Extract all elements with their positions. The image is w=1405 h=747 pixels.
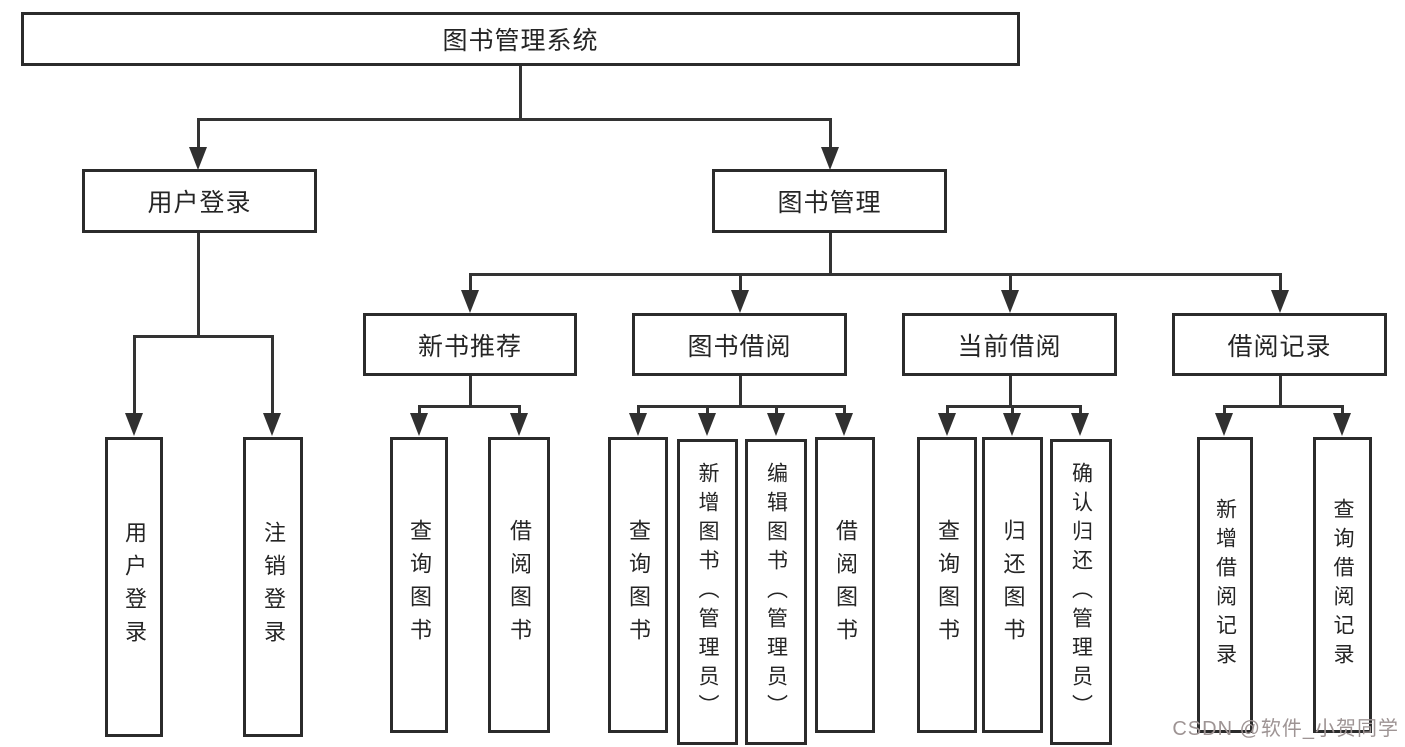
arrowhead-down-icon xyxy=(510,413,528,436)
node-return-books: 归还图书 xyxy=(982,437,1043,733)
arrowhead-down-icon xyxy=(189,147,207,170)
arrowhead-down-icon xyxy=(731,290,749,313)
watermark: CSDN @软件_小贺同学 xyxy=(1172,718,1399,740)
connector-line xyxy=(197,118,831,121)
node-confirm-return-admin: 确认归还（管理员） xyxy=(1050,439,1112,745)
node-new-book-recommend: 新书推荐 xyxy=(363,313,577,376)
connector-line xyxy=(1279,273,1282,293)
connector-line xyxy=(418,405,520,408)
node-logout: 注销登录 xyxy=(243,437,303,737)
node-label: 当前借阅 xyxy=(957,332,1062,361)
node-add-books-admin: 新增图书（管理员） xyxy=(677,439,738,745)
node-user-login-group: 用户登录 xyxy=(82,169,317,233)
arrowhead-down-icon xyxy=(821,147,839,170)
node-book-borrowing: 图书借阅 xyxy=(632,313,847,376)
arrowhead-down-icon xyxy=(698,413,716,436)
connector-line xyxy=(706,405,709,416)
node-label: 查询图书 xyxy=(935,519,960,651)
arrowhead-down-icon xyxy=(938,413,956,436)
node-edit-books-admin: 编辑图书（管理员） xyxy=(745,439,807,745)
arrowhead-down-icon xyxy=(629,413,647,436)
arrowhead-down-icon xyxy=(263,413,281,436)
node-label: 用户登录 xyxy=(122,521,147,653)
connector-line xyxy=(519,66,522,118)
connector-line xyxy=(469,273,1281,276)
arrowhead-down-icon xyxy=(1271,290,1289,313)
connector-line xyxy=(829,233,832,273)
arrowhead-down-icon xyxy=(125,413,143,436)
connector-line xyxy=(469,376,472,408)
connector-line xyxy=(1079,405,1082,416)
node-borrow-books: 借阅图书 xyxy=(815,437,875,733)
node-label: 借阅记录 xyxy=(1227,332,1332,361)
connector-line xyxy=(946,405,949,416)
node-label: 确认归还（管理员） xyxy=(1069,461,1093,723)
connector-line xyxy=(518,405,521,416)
connector-line xyxy=(1279,376,1282,408)
connector-line xyxy=(829,118,832,150)
arrowhead-down-icon xyxy=(767,413,785,436)
node-label: 用户登录 xyxy=(147,189,252,217)
node-borrow-books-recommend: 借阅图书 xyxy=(488,437,550,733)
node-user-login: 用户登录 xyxy=(105,437,163,737)
node-label: 图书借阅 xyxy=(687,332,792,361)
connector-line xyxy=(1223,405,1226,416)
connector-line xyxy=(469,273,472,293)
arrowhead-down-icon xyxy=(1071,413,1089,436)
node-label: 查询借阅记录 xyxy=(1331,498,1354,672)
arrowhead-down-icon xyxy=(410,413,428,436)
node-label: 查询图书 xyxy=(626,519,651,651)
arrowhead-down-icon xyxy=(1001,290,1019,313)
connector-line xyxy=(271,335,274,416)
connector-line xyxy=(637,405,640,416)
node-label: 归还图书 xyxy=(1000,519,1026,651)
connector-line xyxy=(133,335,273,338)
node-query-books-borrow: 查询图书 xyxy=(608,437,668,733)
node-query-books-current: 查询图书 xyxy=(917,437,977,733)
connector-line xyxy=(1011,405,1014,416)
node-label: 编辑图书（管理员） xyxy=(764,461,788,723)
node-label: 图书管理 xyxy=(777,189,882,217)
connector-line xyxy=(1223,405,1343,408)
arrowhead-down-icon xyxy=(1333,413,1351,436)
node-book-management: 图书管理 xyxy=(712,169,947,233)
connector-line xyxy=(1009,273,1012,293)
node-label: 新增图书（管理员） xyxy=(696,461,719,723)
node-borrowing-records: 借阅记录 xyxy=(1172,313,1387,376)
node-query-borrow-record: 查询借阅记录 xyxy=(1313,437,1372,733)
node-label: 新书推荐 xyxy=(417,332,522,361)
arrowhead-down-icon xyxy=(461,290,479,313)
node-label: 借阅图书 xyxy=(833,519,858,651)
node-label: 注销登录 xyxy=(261,521,286,653)
node-query-books-recommend: 查询图书 xyxy=(390,437,448,733)
connector-line xyxy=(843,405,846,416)
arrowhead-down-icon xyxy=(835,413,853,436)
node-add-borrow-record: 新增借阅记录 xyxy=(1197,437,1253,733)
connector-line xyxy=(1341,405,1344,416)
connector-line xyxy=(739,273,742,293)
connector-line xyxy=(946,405,1082,408)
node-label: 借阅图书 xyxy=(507,519,532,651)
connector-line xyxy=(637,405,845,408)
node-label: 新增借阅记录 xyxy=(1213,498,1237,672)
connector-line xyxy=(739,376,742,408)
node-current-borrowing: 当前借阅 xyxy=(902,313,1117,376)
connector-line xyxy=(197,233,200,335)
connector-line xyxy=(197,118,200,150)
connector-line xyxy=(775,405,778,416)
connector-line xyxy=(133,335,136,416)
node-label: 查询图书 xyxy=(407,519,432,651)
arrowhead-down-icon xyxy=(1215,413,1233,436)
connector-line xyxy=(418,405,421,416)
node-label: 图书管理系统 xyxy=(442,27,599,55)
node-root: 图书管理系统 xyxy=(21,12,1020,66)
arrowhead-down-icon xyxy=(1003,413,1021,436)
connector-line xyxy=(1009,376,1012,408)
